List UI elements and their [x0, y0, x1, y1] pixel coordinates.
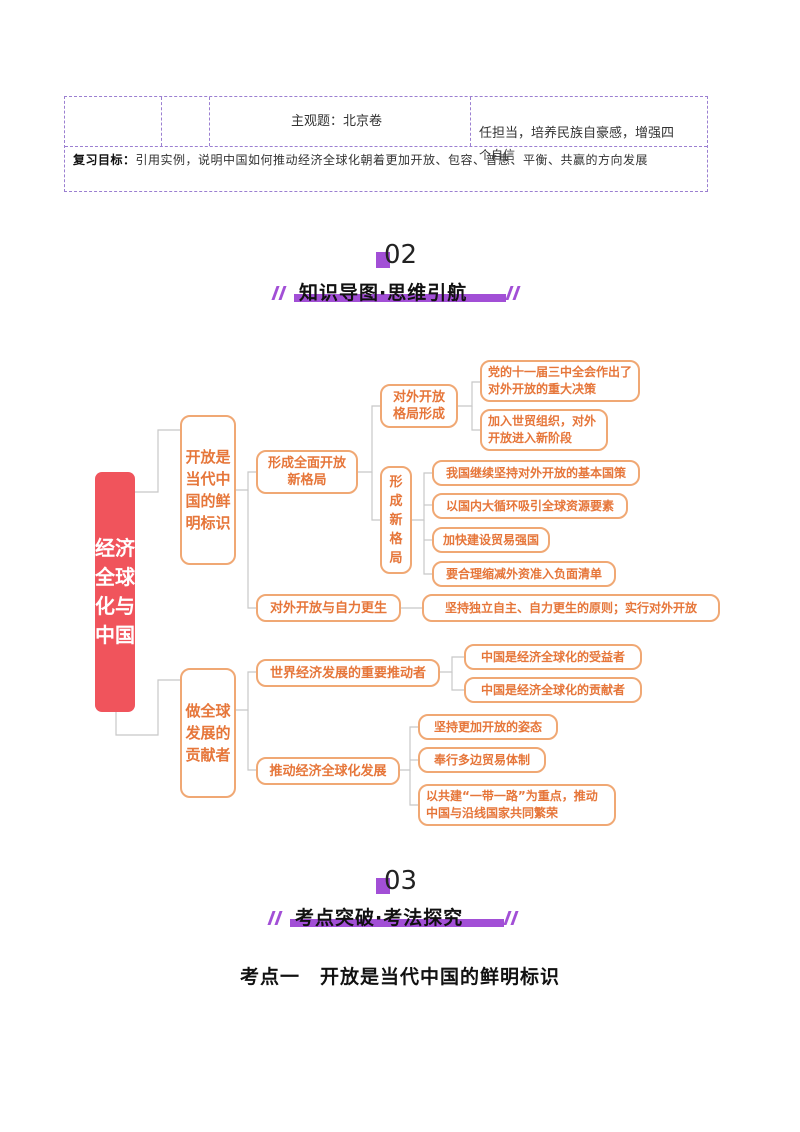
section-title: 知识导图·思维引航 [299, 282, 468, 304]
node-beneficiary: 中国是经济全球化的受益者 [464, 644, 642, 670]
branch-global-contributor: 做全球发展的贡献者 [180, 668, 236, 798]
node-self-reliance: 对外开放与自力更生 [256, 594, 401, 622]
node-circulation: 以国内大循环吸引全球资源要素 [432, 493, 628, 519]
node-posture: 坚持更加开放的姿态 [418, 714, 558, 740]
review-goal: 复习目标：引用实例，说明中国如何推动经济全球化朝着更加开放、包容、普惠、平衡、共… [73, 149, 703, 172]
mindmap-root: 经济全球化与中国 [95, 472, 135, 712]
node-multilateral: 奉行多边贸易体制 [418, 747, 546, 773]
header-table: 主观题：北京卷 任担当，培养民族自豪感，增强四 个自信 复习目标：引用实例，说明… [64, 96, 708, 192]
node-policy: 我国继续坚持对外开放的基本国策 [432, 460, 640, 486]
node-wto: 加入世贸组织，对外开放进入新阶段 [480, 409, 608, 451]
right-cell-text: 任担当，培养民族自豪感，增强四 [479, 126, 675, 141]
node-new-pattern: 形成全面开放新格局 [256, 450, 358, 494]
node-open-formation: 对外开放格局形成 [380, 384, 458, 428]
node-belt-road: 以共建“一带一路”为重点，推动中国与沿线国家共同繁荣 [418, 784, 616, 826]
node-driver: 世界经济发展的重要推动者 [256, 659, 440, 687]
node-contributor: 中国是经济全球化的贡献者 [464, 677, 642, 703]
node-trade: 加快建设贸易强国 [432, 527, 550, 553]
review-goal-text: 引用实例，说明中国如何推动经济全球化朝着更加开放、包容、普惠、平衡、共赢的方向发… [135, 153, 649, 167]
node-form-new: 形成新格局 [380, 466, 412, 574]
node-promote: 推动经济全球化发展 [256, 757, 400, 785]
section-underline [294, 294, 506, 302]
table-divider [209, 97, 210, 146]
table-divider [161, 97, 162, 146]
node-decision: 党的十一届三中全会作出了对外开放的重大决策 [480, 360, 640, 402]
table-divider [470, 97, 471, 146]
right-cell-overflow: 个自信 [479, 148, 516, 162]
subheading: 考点一 开放是当代中国的鲜明标识 [239, 966, 560, 988]
table-divider [65, 146, 707, 147]
section-number: 03 [376, 866, 417, 896]
node-negative-list: 要合理缩减外资准入负面清单 [432, 561, 616, 587]
node-principle: 坚持独立自主、自力更生的原则；实行对外开放 [422, 594, 720, 622]
review-goal-label: 复习目标： [73, 153, 136, 167]
topic-cell: 主观题：北京卷 [291, 114, 383, 129]
section-title: 考点突破·考法探究 [295, 907, 464, 929]
section-underline [290, 919, 504, 927]
branch-open-identity: 开放是当代中国的鲜明标识 [180, 415, 236, 565]
